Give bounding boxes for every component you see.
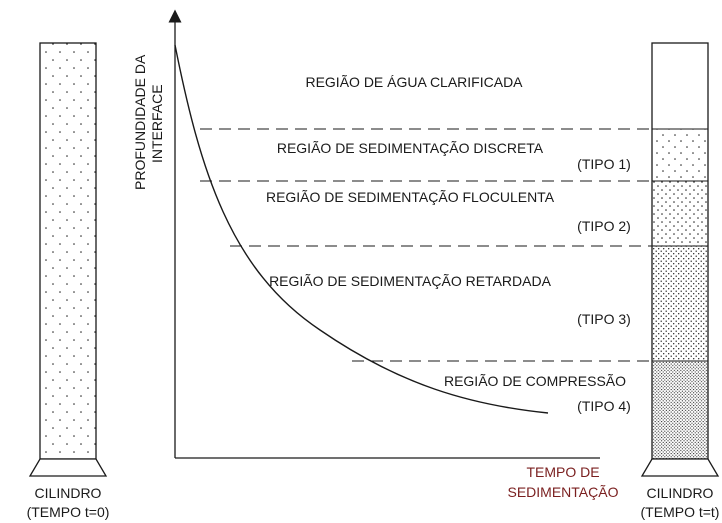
y-axis-label-line1: PROFUNDIDADE DA [132, 54, 148, 190]
label-compression: REGIÃO DE COMPRESSÃO [444, 373, 626, 389]
region-labels: REGIÃO DE ÁGUA CLARIFICADA REGIÃO DE SED… [266, 74, 631, 414]
cylinder-left-base [28, 458, 108, 477]
cylinder-left-time: (TEMPO t=0) [27, 504, 110, 520]
label-type-2: (TIPO 2) [577, 218, 631, 234]
cylinder-left: CILINDRO (TEMPO t=0) [27, 42, 110, 520]
label-type-3: (TIPO 3) [577, 311, 631, 327]
label-flocculent: REGIÃO DE SEDIMENTAÇÃO FLOCULENTA [266, 189, 555, 205]
cylinder-left-name: CILINDRO [35, 485, 102, 501]
cylinder-right-zone-4 [652, 361, 708, 459]
label-discrete: REGIÃO DE SEDIMENTAÇÃO DISCRETA [277, 140, 544, 156]
x-axis-label-line2: SEDIMENTAÇÃO [508, 484, 619, 500]
cylinder-right-base [640, 458, 720, 477]
cylinder-right-time: (TEMPO t=t) [641, 504, 720, 520]
cylinder-right-zone-3 [652, 246, 708, 361]
label-clarified: REGIÃO DE ÁGUA CLARIFICADA [305, 74, 523, 90]
label-type-4: (TIPO 4) [577, 398, 631, 414]
y-axis-label-line2: INTERFACE [149, 84, 165, 163]
cylinder-right-dividers [652, 128, 708, 362]
x-axis-label-line1: TEMPO DE [526, 464, 599, 480]
region-boundaries [200, 128, 652, 362]
cylinder-right: CILINDRO (TEMPO t=t) [640, 42, 720, 520]
settling-curve [174, 44, 549, 414]
cylinder-right-zone-1 [652, 129, 708, 181]
label-type-1: (TIPO 1) [577, 156, 631, 172]
cylinder-left-body [39, 42, 97, 460]
axes: PROFUNDIDADE DA INTERFACE TEMPO DE SEDIM… [132, 9, 619, 500]
label-retarded: REGIÃO DE SEDIMENTAÇÃO RETARDADA [269, 273, 552, 289]
cylinder-right-zone-2 [652, 181, 708, 246]
cylinder-right-name: CILINDRO [647, 485, 714, 501]
cylinder-right-clear-zone [652, 43, 708, 129]
